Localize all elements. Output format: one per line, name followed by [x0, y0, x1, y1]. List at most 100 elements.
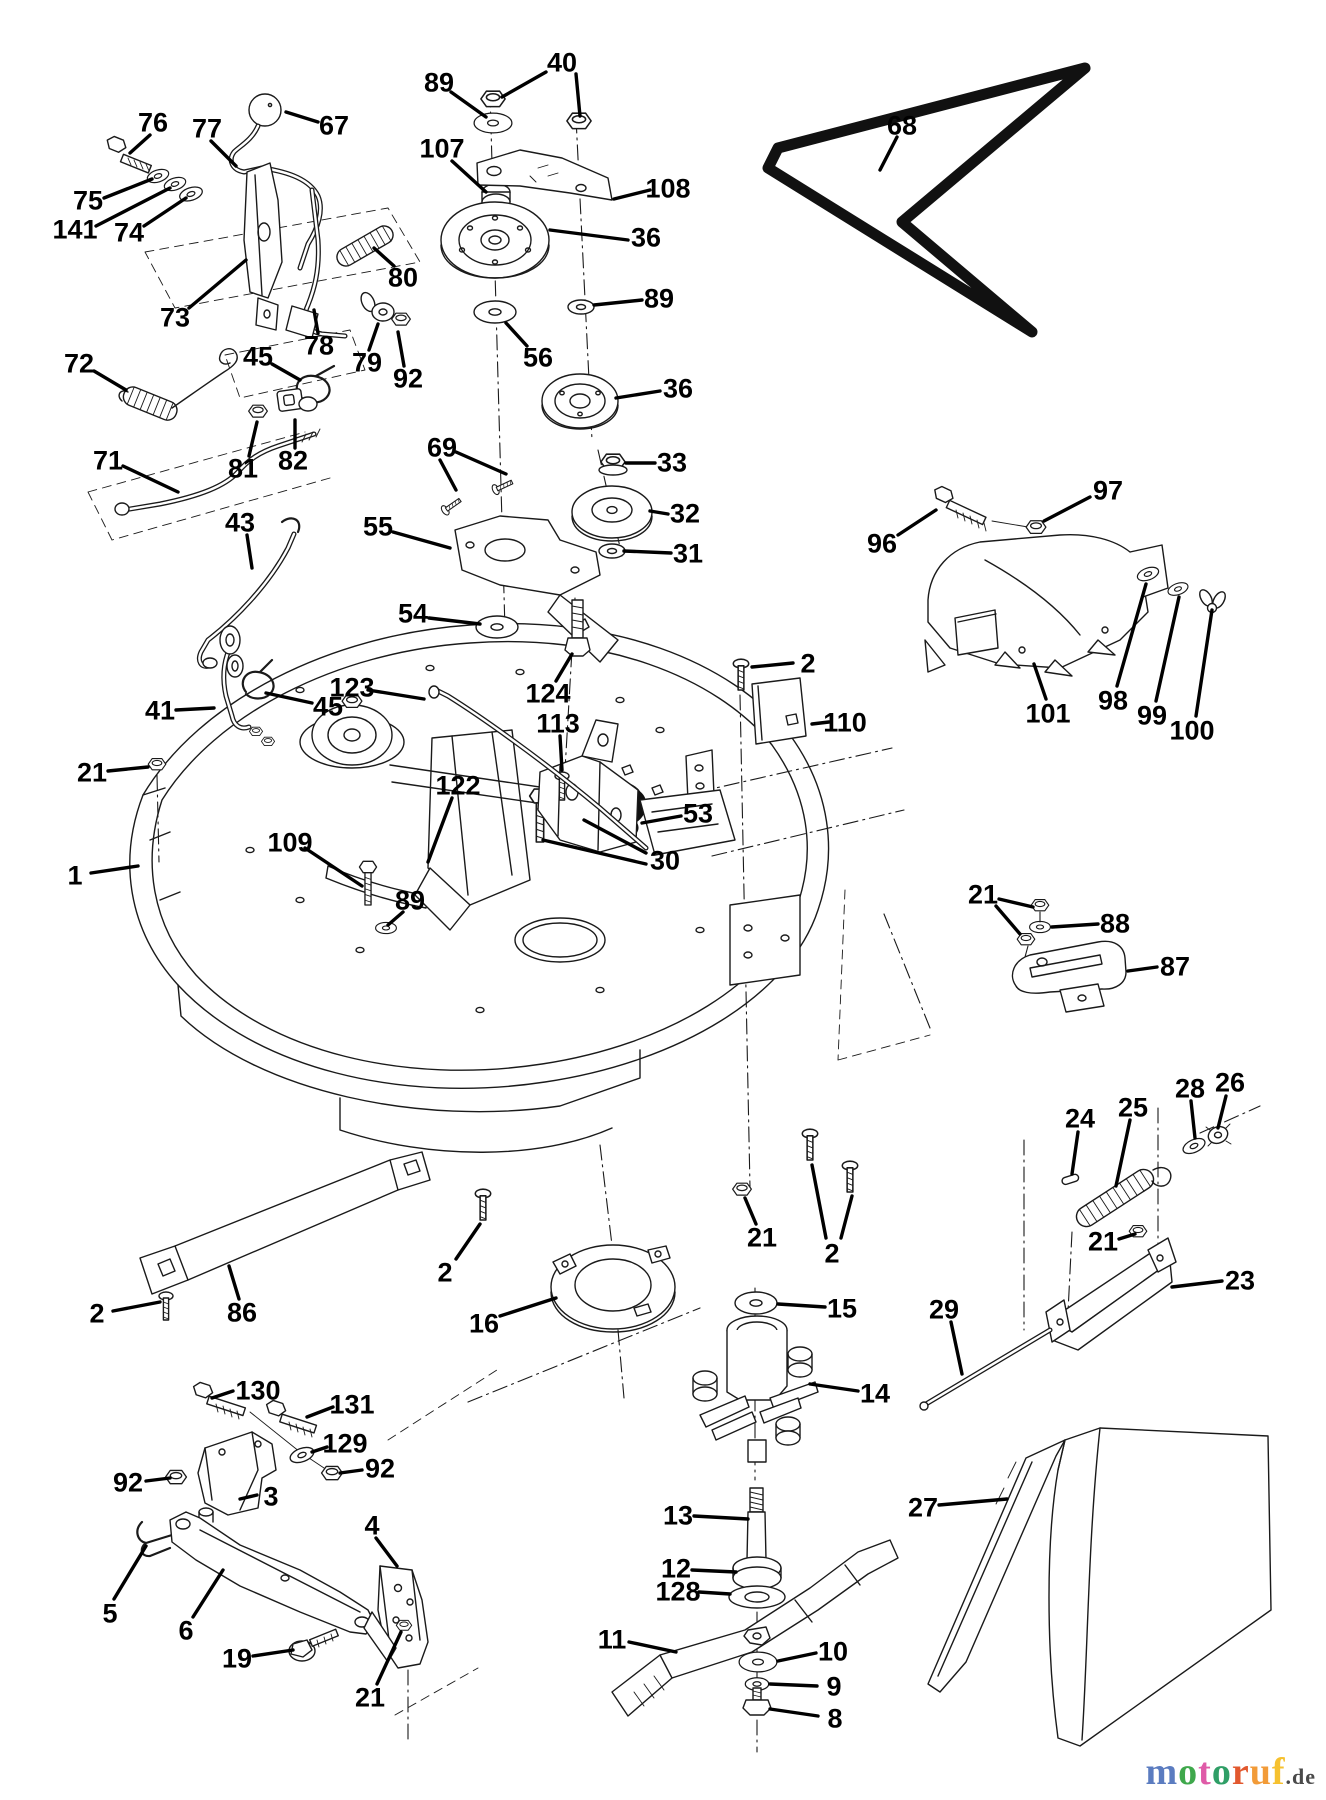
lever-78 [285, 187, 348, 339]
leader-line-81 [247, 420, 259, 458]
callout-36: 36 [631, 223, 661, 253]
leader-line-129 [310, 1445, 329, 1454]
leader-line-53 [640, 814, 683, 825]
motoruf-logo[interactable]: motoruf.de [1146, 1750, 1316, 1794]
callout-71: 71 [93, 446, 123, 476]
blade-11 [611, 1539, 899, 1717]
callout-75: 75 [73, 186, 103, 216]
mounting-boss [692, 1370, 718, 1402]
leader-line-87 [1126, 965, 1159, 973]
callout-74: 74 [114, 218, 144, 248]
leader-line-96 [896, 508, 938, 537]
leader-line-54 [427, 616, 482, 626]
construction-lines [87, 91, 1261, 1753]
leader-line-72 [92, 369, 128, 392]
leader-line-40 [574, 72, 582, 118]
leader-line-21 [1117, 1232, 1137, 1241]
callout-99: 99 [1137, 701, 1167, 731]
leader-line-89 [592, 298, 644, 307]
logo-letter: f [1271, 1751, 1286, 1793]
leader-line-25 [1114, 1118, 1132, 1188]
leader-line-27 [937, 1497, 1009, 1507]
callout-23: 23 [1225, 1266, 1255, 1296]
leader-line-40 [500, 70, 548, 99]
motoruf-wordmark: motoruf [1146, 1751, 1286, 1793]
callout-21: 21 [1088, 1227, 1118, 1257]
logo-letter: u [1249, 1751, 1272, 1793]
height-adjust-linkage [136, 1381, 429, 1669]
discharge-chute-27 [927, 1427, 1272, 1747]
leader-line-30 [582, 818, 648, 855]
callout-6: 6 [178, 1616, 193, 1646]
callout-88: 88 [1100, 909, 1130, 939]
leader-line-86 [227, 1264, 241, 1301]
bolt-131 [265, 1399, 318, 1438]
leader-line-69 [454, 450, 508, 476]
mounting-boss [787, 1346, 813, 1378]
bracket-23 [1045, 1237, 1177, 1351]
callout-2: 2 [800, 649, 815, 679]
knob-67 [248, 93, 282, 127]
callout-124: 124 [525, 679, 570, 709]
bracket-108 [476, 149, 613, 201]
callout-14: 14 [860, 1379, 890, 1409]
leader-line-74 [142, 196, 188, 228]
callout-41: 41 [145, 696, 175, 726]
callout-26: 26 [1215, 1068, 1245, 1098]
logo-letter: r [1231, 1751, 1250, 1793]
callout-19: 19 [222, 1644, 252, 1674]
leader-line-109 [303, 846, 364, 888]
leader-line-130 [210, 1389, 235, 1400]
under-deck-fasteners [474, 1128, 859, 1221]
callout-89: 89 [424, 68, 454, 98]
callout-98: 98 [1098, 686, 1128, 716]
callout-16: 16 [469, 1309, 499, 1339]
mandrel-housing-14 [692, 1315, 819, 1463]
flat-idler-36-upper [440, 201, 550, 279]
callout-81: 81 [228, 454, 258, 484]
leader-line-6 [191, 1568, 225, 1619]
callout-5: 5 [102, 1599, 117, 1629]
callout-3: 3 [263, 1482, 278, 1512]
leader-line-67 [284, 110, 320, 124]
leader-line-97 [1042, 495, 1092, 523]
callout-40: 40 [547, 48, 577, 78]
leader-line-5 [112, 1544, 148, 1601]
leader-line-69 [438, 458, 458, 492]
callout-55: 55 [363, 512, 393, 542]
callout-68: 68 [887, 111, 917, 141]
leader-line-12 [690, 1568, 738, 1574]
callout-78: 78 [304, 331, 334, 361]
callout-2: 2 [824, 1239, 839, 1269]
callout-8: 8 [827, 1704, 842, 1734]
leader-line-78 [312, 308, 320, 335]
callout-128: 128 [655, 1577, 700, 1607]
callout-110: 110 [823, 708, 867, 738]
leader-line-88 [1050, 922, 1100, 929]
leader-line-36 [548, 228, 630, 242]
callout-12: 12 [661, 1554, 691, 1584]
leader-line-4 [374, 1536, 399, 1568]
leader-line-3 [238, 1493, 259, 1501]
leader-line-11 [627, 1640, 678, 1654]
logo-letter: o [1211, 1751, 1232, 1793]
leader-line-101 [1032, 662, 1048, 701]
callout-69: 69 [427, 433, 457, 463]
callout-67: 67 [319, 111, 349, 141]
front-strap-86 [139, 1151, 431, 1321]
callout-130: 130 [235, 1376, 280, 1406]
leader-line-2 [750, 661, 795, 669]
callout-109: 109 [267, 828, 312, 858]
rod-43 [196, 517, 301, 669]
bolt-96 [934, 485, 987, 532]
callout-21: 21 [968, 880, 998, 910]
leader-line-31 [622, 549, 673, 555]
leader-line-19 [251, 1648, 295, 1658]
bolt-124 [564, 599, 591, 657]
callout-28: 28 [1175, 1074, 1205, 1104]
callout-15: 15 [827, 1294, 857, 1324]
callout-10: 10 [818, 1637, 848, 1667]
callout-107: 107 [419, 134, 464, 164]
spindle-blade-stack [611, 1291, 899, 1717]
